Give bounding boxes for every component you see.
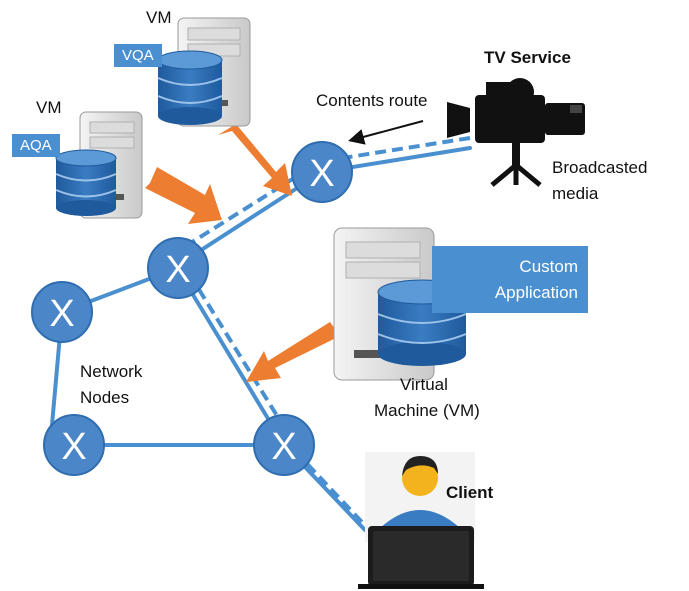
node-glyph-n2: X — [165, 249, 190, 291]
network-nodes — [31, 141, 353, 476]
broadcasted-media-label-1: Broadcasted — [552, 158, 648, 177]
virtual-machine-label-1: Virtual — [400, 375, 448, 394]
vm-arrows — [145, 124, 340, 382]
vm-top-label: VM — [146, 8, 172, 27]
virtual-machine-database-icon — [377, 279, 467, 366]
broadcasted-media-label-2: media — [552, 184, 599, 203]
arrow-aqa-to-node — [145, 167, 222, 224]
vm-aqa-database-icon — [55, 149, 117, 216]
vm-left-label: VM — [36, 98, 62, 117]
network-nodes-label-1: Network — [80, 362, 143, 381]
link-n2-n5 — [176, 268, 286, 447]
contents-route-arrow — [348, 120, 424, 145]
network-node-n1 — [31, 281, 93, 343]
node-glyph-n4: X — [61, 426, 86, 468]
network-node-glyphs: X X X X X — [49, 153, 334, 468]
tv-camera-icon — [447, 78, 585, 187]
vm-vqa-database-icon — [157, 50, 223, 125]
arrow-vqa-to-node — [218, 124, 292, 196]
laptop-icon — [358, 526, 484, 589]
custom-application-box: Custom Application — [432, 246, 588, 313]
network-node-n5 — [253, 414, 315, 476]
network-node-n2 — [147, 237, 209, 299]
node-glyph-n5: X — [271, 426, 296, 468]
custom-application-line-1: Custom — [519, 257, 578, 276]
route-tv-n3 — [329, 136, 471, 162]
aqa-badge: AQA — [12, 134, 60, 157]
vqa-badge: VQA — [114, 44, 162, 67]
node-glyph-n3: X — [309, 153, 334, 195]
contents-route-label: Contents route — [316, 91, 428, 110]
virtual-machine-label-2: Machine (VM) — [374, 401, 480, 420]
network-node-n4 — [43, 414, 105, 476]
route-n2-n5 — [188, 273, 294, 442]
client-label: Client — [446, 483, 494, 502]
arrow-vm-to-link — [246, 322, 340, 382]
node-glyph-n1: X — [49, 293, 74, 335]
network-nodes-label-2: Nodes — [80, 388, 130, 407]
tv-service-label: TV Service — [484, 48, 571, 67]
network-node-n3 — [291, 141, 353, 203]
custom-application-line-2: Application — [494, 282, 578, 302]
route-n5-client — [294, 450, 377, 538]
